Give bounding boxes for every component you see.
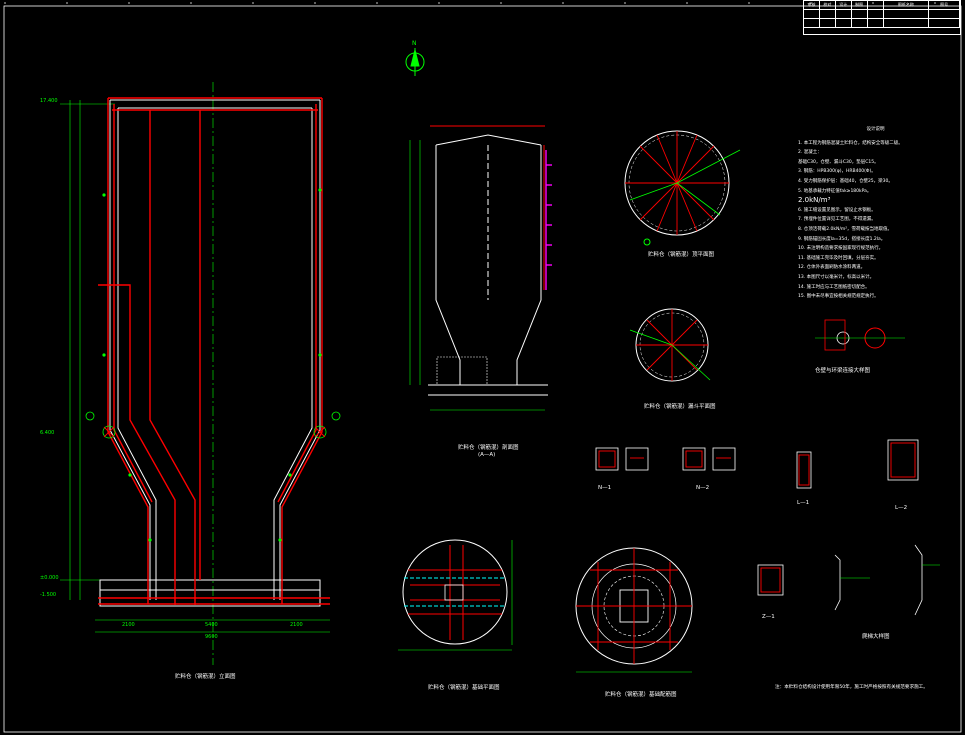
title-block-cell: 校对 bbox=[820, 1, 836, 9]
design-notes: 设计说明 1. 本工程为钢筋混凝土贮料仓，结构安全等级二级。 2. 混凝土： 基… bbox=[798, 125, 953, 302]
note-line: 2. 混凝土： bbox=[798, 150, 822, 156]
drawing-frame bbox=[3, 2, 962, 733]
detail-l1-caption: L—1 bbox=[797, 500, 810, 506]
note-line: 6. 施工缝设置见图示，留设止水钢板。 bbox=[798, 207, 876, 213]
base-plan-view bbox=[398, 539, 513, 651]
note-line: 5. 地基承载力特征值fak≥180kPa。 bbox=[798, 188, 872, 194]
note-line: 基础C30，仓壁、漏斗C30，垫层C15。 bbox=[798, 159, 879, 165]
dim-left: 2100 bbox=[122, 622, 135, 628]
note-line: 8. 仓顶活荷载2.0kN/m²，雪荷载按当地取值。 bbox=[798, 226, 893, 232]
note-line: 10. 未注明构造要求按国家现行规范执行。 bbox=[798, 246, 884, 252]
section-details bbox=[595, 439, 940, 616]
note-line: 13. 本图尺寸以毫米计，标高以米计。 bbox=[798, 274, 875, 280]
foundation-plan-caption: 贮料仓（钢筋混）基础配筋图 bbox=[605, 692, 677, 698]
detail-l2-caption: L—2 bbox=[895, 505, 908, 511]
section-caption: 贮料仓（钢筋混）剖面图 bbox=[458, 445, 519, 451]
dim-mid: 5400 bbox=[205, 622, 218, 628]
joint-caption: 仓壁与环梁连接大样图 bbox=[815, 368, 871, 374]
top-plan-caption: 贮料仓（钢筋混）顶平面图 bbox=[648, 252, 715, 258]
north-label: N bbox=[412, 40, 417, 47]
detail-n2-caption: N—2 bbox=[696, 485, 710, 491]
base-plan-caption: 贮料仓（钢筋混）基础平面图 bbox=[428, 685, 500, 691]
title-block-cell: 图号 bbox=[929, 1, 961, 9]
joint-detail bbox=[815, 319, 905, 351]
section-view bbox=[409, 125, 552, 411]
title-block-cell bbox=[868, 1, 884, 9]
hopper-plan-caption: 贮料仓（钢筋混）漏斗平面图 bbox=[644, 404, 716, 410]
detail-z1-caption: Z—1 bbox=[762, 614, 775, 620]
section-mark: (A—A) bbox=[478, 452, 496, 458]
title-block-cell: 审核 bbox=[804, 1, 820, 9]
foundation-plan-view bbox=[575, 547, 693, 673]
elevation-view bbox=[60, 82, 341, 665]
elevation-base-label: -1.500 bbox=[40, 592, 57, 598]
design-notes-title: 设计说明 bbox=[866, 127, 885, 132]
hopper-plan-view bbox=[629, 308, 711, 382]
title-block-cell: 图纸名称 bbox=[884, 1, 930, 9]
dim-overall: 9600 bbox=[205, 634, 218, 640]
note-line: 3. 钢筋：HPB300(φ)，HRB400(Φ)。 bbox=[798, 169, 876, 175]
note-line: 14. 施工时应与工艺图纸密切配合。 bbox=[798, 284, 870, 290]
title-block: 审核 校对 设计 制图 图纸名称 图号 bbox=[803, 0, 961, 35]
dim-right: 2100 bbox=[290, 622, 303, 628]
detail-n1-caption: N—1 bbox=[598, 485, 612, 491]
elevation-low-label: ±0.000 bbox=[40, 575, 59, 581]
note-line: 2.0kN/m³ bbox=[798, 196, 831, 205]
elevation-top-label: 17.400 bbox=[40, 98, 58, 104]
note-line: 1. 本工程为钢筋混凝土贮料仓，结构安全等级二级。 bbox=[798, 140, 903, 146]
note-line: 15. 图中未尽事宜按相关规范规定执行。 bbox=[798, 294, 879, 300]
note-line: 12. 仓体外表面刷防水涂料两道。 bbox=[798, 265, 866, 271]
elevation-caption: 贮料仓（钢筋混）立面图 bbox=[175, 674, 236, 680]
elevation-mid-label: 6.400 bbox=[40, 430, 55, 436]
note-line: 7. 预埋件位置详见工艺图，不得遗漏。 bbox=[798, 217, 876, 223]
title-block-cell: 制图 bbox=[852, 1, 868, 9]
note-line: 4. 受力钢筋保护层：基础40，仓壁25，梁30。 bbox=[798, 178, 893, 184]
note-line: 11. 基础施工完毕及时回填，分层夯实。 bbox=[798, 255, 879, 261]
title-block-cell: 设计 bbox=[836, 1, 852, 9]
ladder-caption: 爬梯大样图 bbox=[862, 634, 890, 640]
top-plan-view bbox=[624, 130, 741, 246]
note-line: 9. 钢筋锚固长度la=35d，搭接长度1.2la。 bbox=[798, 236, 886, 242]
north-arrow-icon bbox=[405, 48, 425, 76]
footnote: 注：本贮料仓结构设计使用年限50年，施工时严格按照有关规范要求施工。 bbox=[775, 685, 928, 690]
